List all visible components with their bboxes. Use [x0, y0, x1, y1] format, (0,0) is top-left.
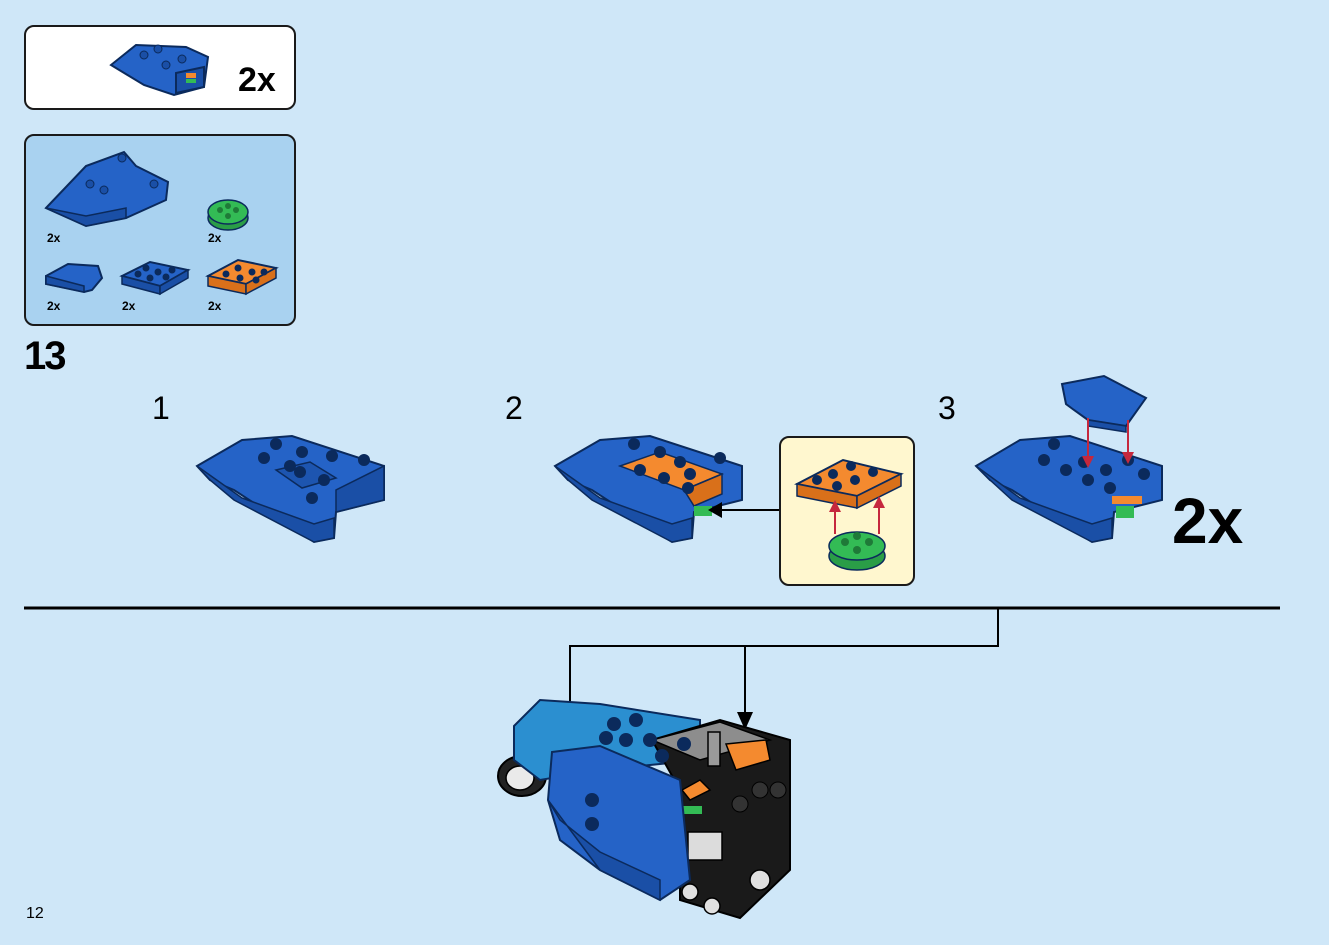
submodel-quantity: 2x [238, 61, 276, 99]
subassembly-illustration [794, 458, 904, 571]
blue-wedge-plate-small-icon [45, 262, 104, 294]
part-qty: 2x [122, 299, 136, 313]
green-round-plate-icon [207, 199, 249, 231]
blue-wedge-plate-large-icon [44, 150, 170, 228]
part-qty: 2x [47, 231, 61, 245]
part-qty: 2x [208, 299, 222, 313]
page-number: 12 [26, 905, 44, 922]
parts-icons [44, 150, 279, 296]
subassembly-callout [779, 436, 915, 586]
substep-3-quantity: 2x [1172, 485, 1244, 557]
part-qty: 2x [208, 231, 222, 245]
step-number: 13 [24, 334, 66, 378]
orange-plate-2x3-icon [205, 258, 279, 296]
submodel-callout: 2x [24, 25, 296, 110]
part-qty: 2x [47, 299, 61, 313]
substep-number: 3 [938, 390, 956, 426]
submodel-wing-icon [109, 43, 210, 97]
blue-plate-2x4-icon [119, 260, 191, 296]
substep-number: 1 [152, 390, 170, 426]
parts-list: 2x 2x 2x 2x 2x [24, 134, 296, 326]
substep-number: 2 [505, 390, 523, 426]
